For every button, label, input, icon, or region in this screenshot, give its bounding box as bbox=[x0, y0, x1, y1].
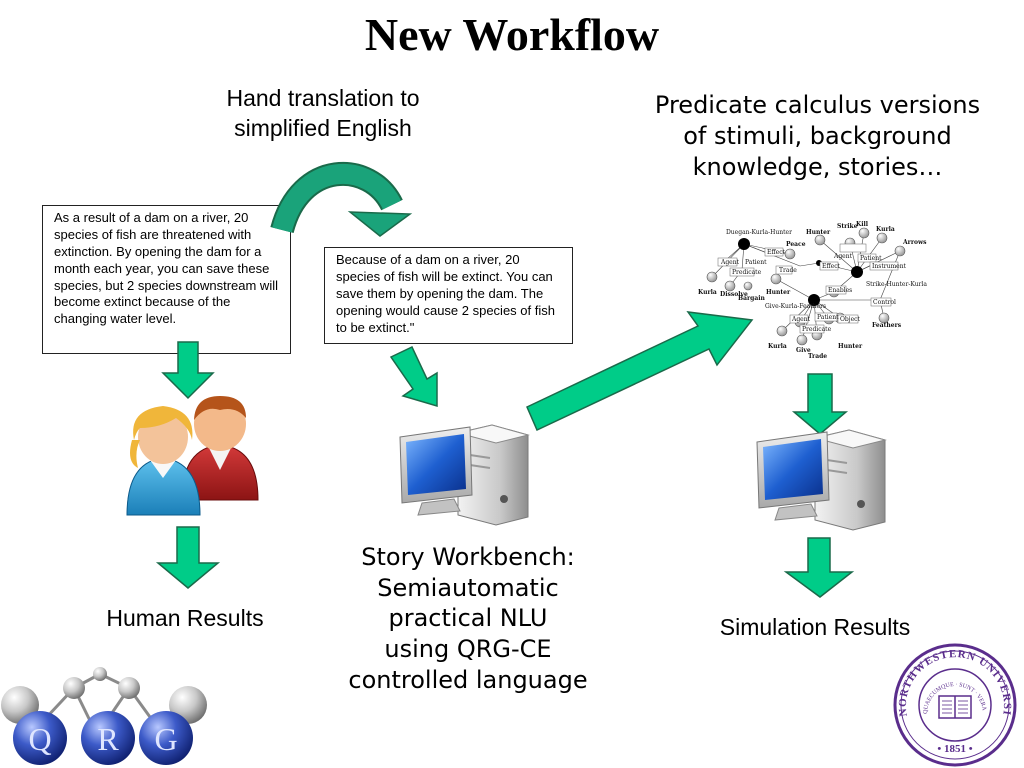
svg-text:NORTHWESTERN UNIVERSITY: NORTHWESTERN UNIVERSITY bbox=[0, 0, 1012, 717]
graph-label: Kurla bbox=[876, 226, 895, 233]
original-text-box: As a result of a dam on a river, 20 spec… bbox=[42, 205, 291, 354]
graph-label: Kurla bbox=[768, 343, 787, 350]
qrg-logo: Q R G bbox=[1, 667, 207, 765]
human-results-label: Human Results bbox=[106, 605, 264, 631]
story-workbench-line: controlled language bbox=[348, 665, 588, 694]
graph-label: Object bbox=[840, 316, 861, 323]
graph-label: Strike bbox=[837, 223, 858, 230]
story-workbench-label: Story Workbench: Semiautomatic practical… bbox=[340, 542, 596, 696]
simplified-text-box: Because of a dam on a river, 20 species … bbox=[324, 247, 573, 344]
computer-icon bbox=[756, 429, 887, 531]
curved-arrow bbox=[270, 161, 413, 237]
graph-label: Trade bbox=[779, 267, 797, 274]
graph-label: Effect bbox=[767, 249, 786, 256]
graph-label: Feathers bbox=[872, 322, 902, 329]
graph-label: Duegan-Kurla-Hunter bbox=[726, 229, 792, 236]
graph-label: Agent bbox=[833, 253, 853, 260]
slide-title: New Workflow bbox=[364, 9, 660, 60]
graph-label: Strike-Hunter-Kurla bbox=[866, 281, 927, 288]
svg-text:G: G bbox=[154, 721, 177, 757]
svg-text:• 1851 •: • 1851 • bbox=[937, 743, 972, 755]
graph-label: Arrows bbox=[902, 239, 927, 246]
graph-label: Agent bbox=[791, 316, 811, 323]
graph-label: Kurla bbox=[698, 289, 717, 296]
graph-label: Patient bbox=[745, 259, 767, 266]
down-arrow-to-simulation-computer bbox=[791, 373, 849, 435]
hand-translation-label: Hand translation to simplified English bbox=[226, 85, 420, 141]
down-arrow-to-human-results bbox=[155, 526, 221, 589]
graph-label: Peace bbox=[786, 241, 806, 248]
graph-label: Agent bbox=[720, 259, 740, 266]
graph-label: Effect bbox=[822, 263, 841, 270]
graph-label: Predicate bbox=[732, 269, 762, 276]
graph-label: Trade bbox=[808, 353, 827, 360]
story-workbench-line: Story Workbench: bbox=[361, 543, 575, 571]
graph-label: Control bbox=[873, 299, 896, 306]
diagonal-arrow-to-graph bbox=[526, 311, 754, 432]
simulation-results-label: Simulation Results bbox=[719, 614, 911, 640]
people-icon bbox=[126, 396, 259, 516]
diagonal-arrow-to-computer bbox=[389, 345, 438, 408]
graph-label: Hunter bbox=[766, 289, 791, 296]
graph-label: Hunter bbox=[838, 343, 863, 350]
story-workbench-line: practical NLU bbox=[388, 604, 548, 633]
graph-label: Patient bbox=[860, 255, 882, 262]
computer-icon bbox=[399, 424, 530, 526]
svg-text:Q: Q bbox=[28, 721, 51, 757]
graph-label: Patient bbox=[817, 314, 839, 321]
down-arrow-to-people bbox=[161, 341, 215, 400]
graph-label: Give-Kurla-Feathers bbox=[765, 303, 826, 310]
predicate-graph: Duegan-Kurla-Hunter Give-Kurla-Feathers … bbox=[698, 221, 927, 360]
graph-label: Bargain bbox=[738, 295, 765, 302]
graph-label: Instrument bbox=[872, 263, 907, 270]
graph-label: Predicate bbox=[802, 326, 832, 333]
graph-label: Kill bbox=[856, 221, 869, 228]
graph-label: Dissolve bbox=[720, 291, 748, 298]
svg-text:R: R bbox=[97, 721, 119, 757]
predicate-calculus-label: Predicate calculus versions of stimuli, … bbox=[654, 91, 981, 182]
story-workbench-line: Semiautomatic bbox=[377, 573, 559, 602]
graph-label: Give bbox=[796, 347, 811, 354]
down-arrow-to-simulation-results bbox=[783, 537, 855, 598]
story-workbench-line: using QRG-CE bbox=[384, 635, 552, 664]
graph-label: Hunter bbox=[806, 229, 831, 236]
graph-label: Enables bbox=[828, 287, 852, 294]
